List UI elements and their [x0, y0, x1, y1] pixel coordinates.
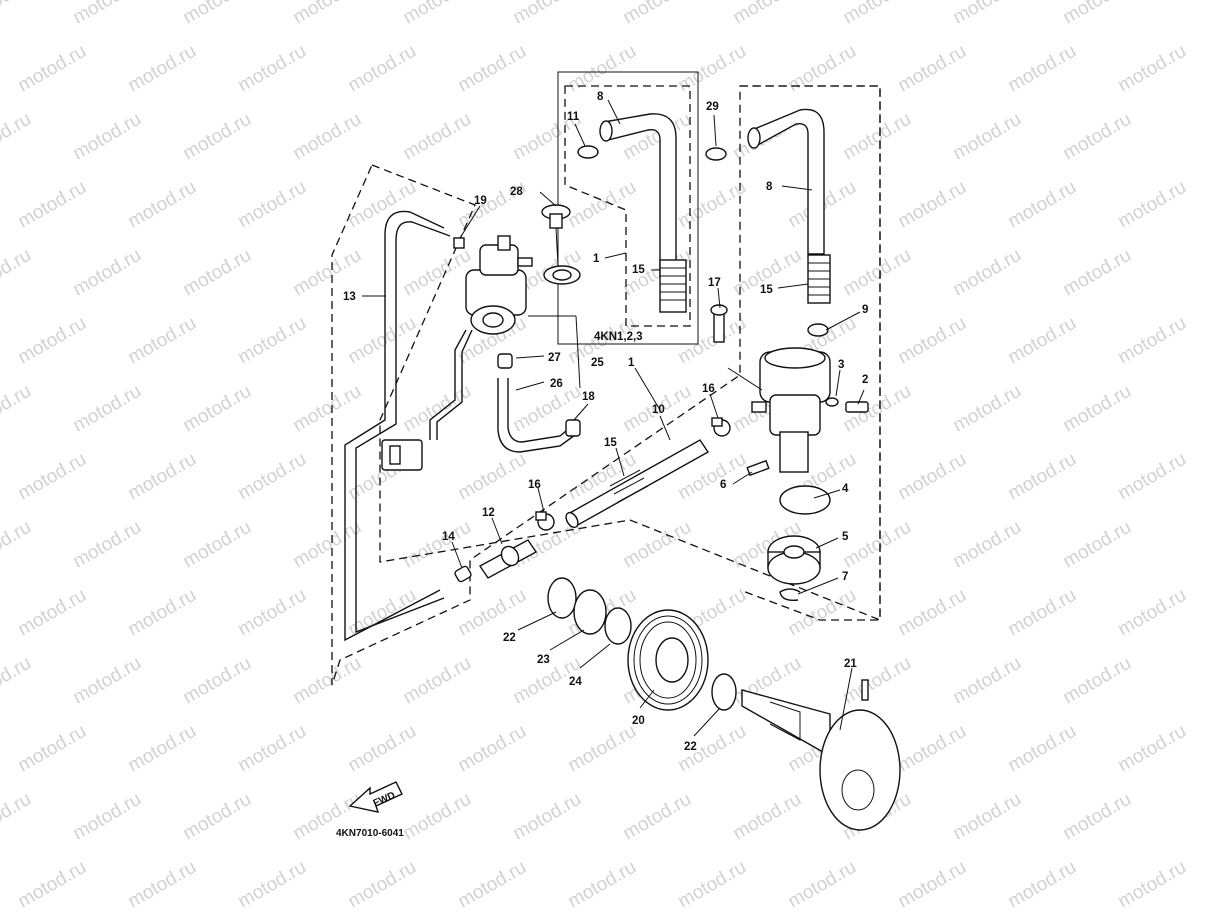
callout-14: 14 — [442, 531, 455, 543]
callout-11: 11 — [567, 111, 580, 123]
callout-9: 9 — [862, 304, 868, 316]
callout-12: 12 — [482, 507, 495, 519]
callout-16b: 16 — [528, 479, 541, 491]
callout-17: 17 — [708, 277, 721, 289]
forward-direction-arrow: FWD — [348, 781, 403, 813]
callout-21: 21 — [844, 658, 857, 670]
callout-numbers: 8 11 29 8 28 19 1 15 13 17 15 9 27 25 26… — [343, 91, 868, 753]
clip-16-upper — [711, 417, 731, 437]
callout-1b: 1 — [628, 357, 635, 369]
right-group-outline — [739, 85, 881, 621]
clip-19 — [453, 237, 465, 249]
callout-18: 18 — [582, 391, 595, 403]
circlip-22-right — [711, 673, 737, 711]
hose-8-variant — [577, 113, 687, 313]
leader-lines — [362, 99, 865, 737]
callout-3: 3 — [838, 359, 844, 371]
circlip-22-left — [547, 577, 577, 619]
callout-15b: 15 — [760, 284, 773, 296]
circlip-7 — [779, 588, 801, 602]
callout-15c: 15 — [604, 437, 617, 449]
bolt-28 — [541, 204, 581, 285]
oil-pump-body — [710, 304, 869, 515]
callout-6: 6 — [720, 479, 726, 491]
callout-26: 26 — [550, 378, 563, 390]
callout-8b: 8 — [766, 181, 773, 193]
clip-16-lower — [535, 511, 555, 531]
callout-8a: 8 — [597, 91, 604, 103]
callout-22b: 22 — [684, 741, 697, 753]
pump-drive-gear-5 — [767, 535, 821, 585]
seal-23 — [573, 589, 607, 635]
drawing-code: 4KN7010-6041 — [336, 828, 404, 839]
callout-4: 4 — [842, 483, 849, 495]
callout-29: 29 — [706, 101, 719, 113]
pulley-20 — [627, 609, 709, 711]
callout-23: 23 — [537, 654, 550, 666]
cap-14 — [454, 565, 472, 583]
oil-hose-13 — [344, 210, 445, 642]
callout-28: 28 — [510, 186, 523, 198]
joint-18 — [565, 419, 581, 437]
callout-1a: 1 — [593, 253, 600, 265]
seal-24 — [604, 607, 632, 645]
callout-7: 7 — [842, 571, 848, 583]
callout-24: 24 — [569, 676, 582, 688]
callout-27: 27 — [548, 352, 561, 364]
callout-20: 20 — [632, 715, 645, 727]
callout-25: 25 — [591, 357, 604, 369]
variant-inner-outline — [564, 85, 691, 327]
callout-2: 2 — [862, 374, 868, 386]
crankshaft — [741, 679, 901, 831]
callout-13: 13 — [343, 291, 356, 303]
callout-10: 10 — [652, 404, 665, 416]
delivery-pipe-10 — [565, 439, 710, 529]
check-valve-12 — [478, 539, 538, 579]
joint-27 — [497, 353, 513, 369]
oil-pump-body-upper — [381, 235, 533, 471]
callout-15a: 15 — [632, 264, 645, 276]
variant-label: 4KN1,2,3 — [594, 331, 643, 343]
pin-6 — [746, 459, 770, 477]
hose-8-right — [705, 108, 831, 337]
callout-5: 5 — [842, 531, 849, 543]
callout-19: 19 — [474, 195, 487, 207]
callout-16a: 16 — [702, 383, 715, 395]
callout-22a: 22 — [503, 632, 516, 644]
hose-26 — [497, 378, 576, 453]
